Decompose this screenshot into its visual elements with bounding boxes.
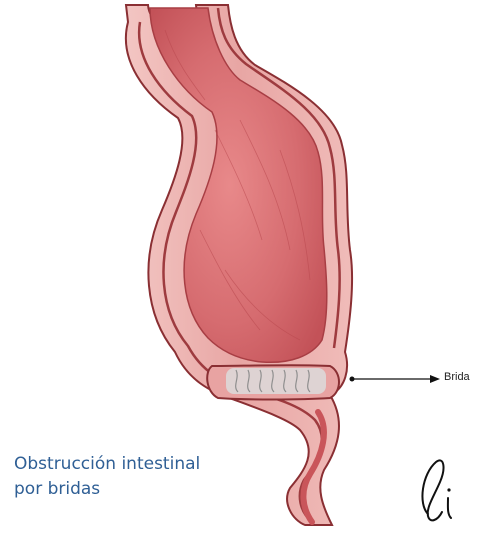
brida-label: Brida [444, 371, 470, 383]
adhesion-band [226, 368, 326, 394]
brida-pointer-arrow [350, 375, 441, 383]
signature-logo [414, 454, 464, 526]
caption: Obstrucción intestinal por bridas [14, 452, 200, 502]
caption-line-1: Obstrucción intestinal [14, 452, 200, 477]
caption-line-2: por bridas [14, 477, 200, 502]
